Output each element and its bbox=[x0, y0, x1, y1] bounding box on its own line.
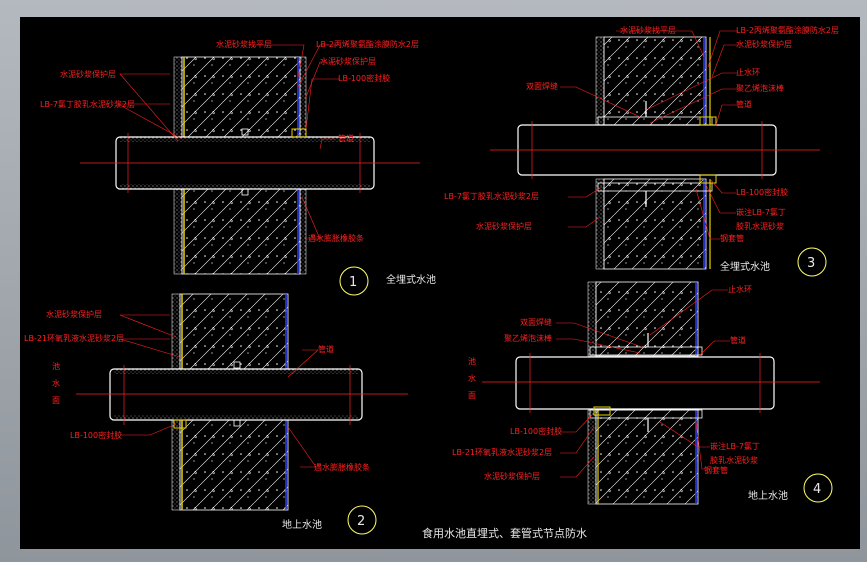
d2-side-1: 池 bbox=[52, 361, 60, 371]
d1-caption: 全埋式水池 bbox=[386, 273, 436, 286]
d3-label-pu-membrane: LB-2丙烯聚氨酯涂膜防水2层 bbox=[736, 25, 839, 35]
detail-1 bbox=[80, 44, 420, 275]
d3-label-protect-bottom: 水泥砂浆保护层 bbox=[476, 221, 532, 231]
d4-label-lb21: LB-21环氧乳液水泥砂浆2层 bbox=[452, 447, 552, 457]
d1-label-pu-membrane: LB-2丙烯聚氨酯涂膜防水2层 bbox=[316, 39, 419, 49]
sheet-title: 食用水池直埋式、套管式节点防水 bbox=[422, 526, 587, 540]
detail-2 bbox=[76, 293, 408, 511]
d2-label-lb21: LB-21环氧乳液水泥砂浆2层 bbox=[24, 333, 124, 343]
d4-label-water-ring: 止水环 bbox=[728, 284, 752, 294]
d4-label-sleeve: 钢套管 bbox=[704, 465, 728, 475]
d1-label-lb7: LB-7氯丁胶乳水泥砂浆2层 bbox=[40, 99, 135, 109]
d4-label-foam-rod: 聚乙烯泡沫棒 bbox=[504, 333, 552, 343]
d2-side-2: 水 bbox=[52, 378, 60, 388]
d3-label-weld: 双面焊缝 bbox=[526, 81, 558, 91]
d3-caption: 全埋式水池 bbox=[720, 260, 770, 273]
d1-label-rubber-strip: 遇水膨胀橡胶条 bbox=[308, 233, 364, 243]
d4-side-1: 池 bbox=[468, 356, 476, 366]
d4-caption: 地上水池 bbox=[748, 489, 788, 502]
detail-4 bbox=[482, 281, 820, 505]
cad-drawing-canvas[interactable]: 水泥砂浆找平层 LB-2丙烯聚氨酯涂膜防水2层 水泥砂浆保护层 水泥砂浆保护层 … bbox=[20, 17, 860, 549]
detail-3 bbox=[490, 30, 820, 270]
d3-label-fill-mortar: 胶乳水泥砂浆 bbox=[736, 221, 784, 231]
d1-number: 1 bbox=[349, 275, 357, 290]
d2-label-sealant: LB-100密封胶 bbox=[70, 430, 122, 440]
detail-drawing: 水泥砂浆找平层 LB-2丙烯聚氨酯涂膜防水2层 水泥砂浆保护层 水泥砂浆保护层 … bbox=[24, 25, 839, 540]
d3-label-pipe: 管道 bbox=[736, 99, 752, 109]
d4-label-sealant: LB-100密封胶 bbox=[510, 426, 562, 436]
d3-label-leveling: 水泥砂浆找平层 bbox=[620, 25, 676, 35]
d3-number: 3 bbox=[807, 256, 815, 271]
d2-label-protect: 水泥砂浆保护层 bbox=[46, 309, 102, 319]
detail-number-markers bbox=[339, 247, 833, 535]
d1-label-protect-left: 水泥砂浆保护层 bbox=[60, 69, 116, 79]
d3-label-foam-rod: 聚乙烯泡沫棒 bbox=[736, 83, 784, 93]
d4-label-fill-lb7: 嵌注LB-7氯丁 bbox=[710, 441, 760, 451]
d4-label-protect: 水泥砂浆保护层 bbox=[484, 471, 540, 481]
d1-label-sealant: LB-100密封胶 bbox=[338, 73, 390, 83]
d1-label-leveling: 水泥砂浆找平层 bbox=[216, 39, 272, 49]
d2-number: 2 bbox=[357, 514, 365, 529]
d3-label-sleeve: 钢套管 bbox=[720, 233, 744, 243]
d1-label-pipe: 管道 bbox=[338, 133, 354, 143]
d4-label-pipe: 管道 bbox=[730, 335, 746, 345]
d2-caption: 地上水池 bbox=[282, 518, 322, 531]
d2-label-rubber-strip: 遇水膨胀橡胶条 bbox=[314, 462, 370, 472]
d3-label-protect-top: 水泥砂浆保护层 bbox=[736, 39, 792, 49]
d4-label-weld: 双面焊缝 bbox=[520, 317, 552, 327]
d2-side-3: 面 bbox=[52, 396, 60, 405]
d4-side-3: 面 bbox=[468, 391, 476, 400]
d4-side-2: 水 bbox=[468, 373, 476, 383]
d4-label-fill-mortar: 胶乳水泥砂浆 bbox=[710, 455, 758, 465]
d3-label-lb7: LB-7氯丁胶乳水泥砂浆2层 bbox=[444, 191, 539, 201]
d1-label-protect-right: 水泥砂浆保护层 bbox=[320, 56, 376, 66]
d2-label-pipe: 管道 bbox=[318, 344, 334, 354]
d3-label-sealant: LB-100密封胶 bbox=[736, 187, 788, 197]
d4-number: 4 bbox=[813, 482, 821, 497]
d3-label-water-ring: 止水环 bbox=[736, 67, 760, 77]
d3-label-fill-lb7: 嵌注LB-7氯丁 bbox=[736, 207, 786, 217]
